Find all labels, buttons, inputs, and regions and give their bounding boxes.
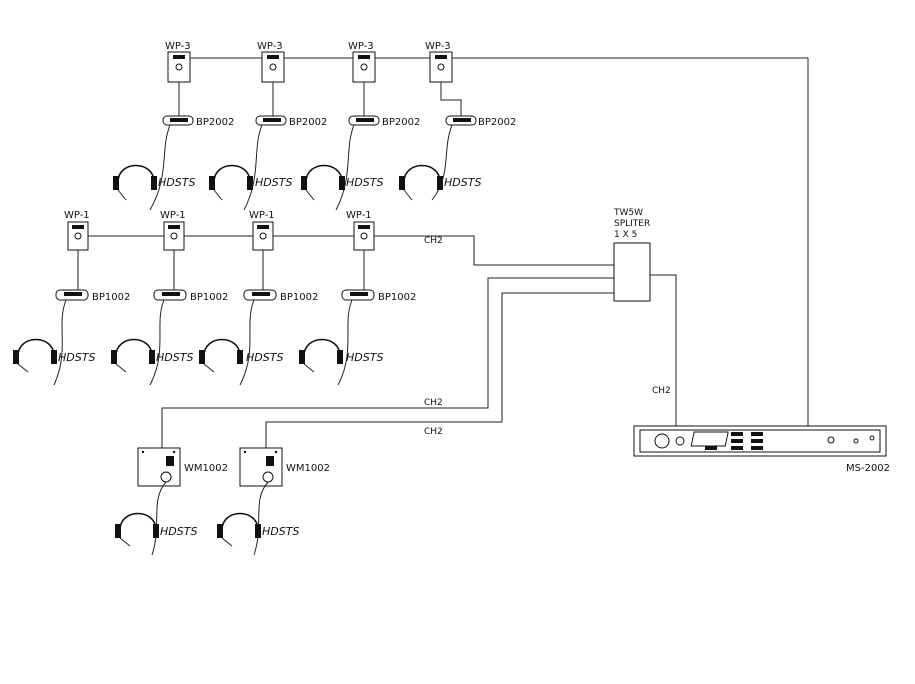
headset-icon (403, 164, 441, 183)
ch2-label: CH2 (424, 398, 443, 408)
wp3-row: WP-3 BP2002 HDSTS WP-3 BP2002 HDSTS WP-3 (113, 41, 809, 428)
headset-icon (17, 338, 55, 357)
splitter-label-3: 1 X 5 (614, 230, 637, 240)
bp1002-label: BP1002 (190, 292, 228, 303)
ch2-label: CH2 (424, 427, 443, 437)
bp2002-label: BP2002 (382, 117, 420, 128)
wp1-row: CH2 WP-1 BP1002 HDSTS WP-1 BP1002 HDSTS … (13, 210, 614, 386)
headset-label: HDSTS (262, 525, 299, 538)
ms2002-label: MS-2002 (846, 463, 890, 474)
wm1002-label: WM1002 (184, 463, 228, 474)
xlr-connector-icon (160, 471, 172, 483)
splitter-box (613, 242, 651, 302)
wp3-label: WP-3 (165, 41, 191, 52)
ch2-label: CH2 (652, 386, 671, 396)
splitter-to-wm2-line (265, 292, 614, 448)
bp1002-label: BP1002 (280, 292, 318, 303)
headset-label: HDSTS (160, 525, 197, 538)
wp1-label: WP-1 (346, 210, 372, 221)
wp3-connector (175, 63, 183, 71)
xlr-connector-icon (262, 471, 274, 483)
headset-label: HDSTS (156, 351, 193, 364)
wp3-label: WP-3 (348, 41, 374, 52)
headset-icon (213, 164, 251, 183)
splitter-label-1: TW5W (613, 208, 643, 218)
wp1-label: WP-1 (64, 210, 90, 221)
headset-label: HDSTS (158, 176, 195, 189)
wp1-to-splitter-line (374, 235, 614, 266)
headset-icon (203, 338, 241, 357)
headset-label: HDSTS (255, 176, 292, 189)
mic-icon (827, 436, 835, 444)
wm1002-panel (239, 447, 283, 487)
splitter-to-master-line (650, 274, 677, 428)
headset-label: HDSTS (58, 351, 95, 364)
headset-icon (305, 164, 343, 183)
wm1002-label: WM1002 (286, 463, 330, 474)
headset-label: HDSTS (346, 351, 383, 364)
bp1002-label: BP1002 (92, 292, 130, 303)
wp3-panel-badge (173, 55, 185, 59)
headset-icon (115, 338, 153, 357)
knob-icon (675, 436, 685, 446)
wp1-label: WP-1 (249, 210, 275, 221)
headset-label: HDSTS (346, 176, 383, 189)
bp2002-label: BP2002 (196, 117, 234, 128)
bp1002-label: BP1002 (378, 292, 416, 303)
ch2-label: CH2 (424, 236, 443, 246)
bp2002-label: BP2002 (289, 117, 327, 128)
headset-icon (303, 338, 341, 357)
wp3-label: WP-3 (425, 41, 451, 52)
xlr-connector-icon (654, 433, 670, 449)
headset-icon (221, 512, 259, 531)
headset-label: HDSTS (246, 351, 283, 364)
headset-icon (119, 512, 157, 531)
headset-icon (117, 164, 155, 183)
splitter-label-2: SPLITER (614, 219, 650, 229)
splitter-to-wm1-line (161, 277, 614, 448)
bp2002-label: BP2002 (478, 117, 516, 128)
splitter: TW5W SPLITER 1 X 5 CH2 CH2 CH2 (161, 208, 677, 448)
wp3-label: WP-3 (257, 41, 283, 52)
wm1002-row: WM1002 HDSTS WM1002 HDSTS (115, 447, 330, 556)
wp1-label: WP-1 (160, 210, 186, 221)
headset-label: HDSTS (444, 176, 481, 189)
display-window (690, 431, 729, 447)
wm1002-panel (137, 447, 181, 487)
master-station: MS-2002 (633, 425, 890, 474)
